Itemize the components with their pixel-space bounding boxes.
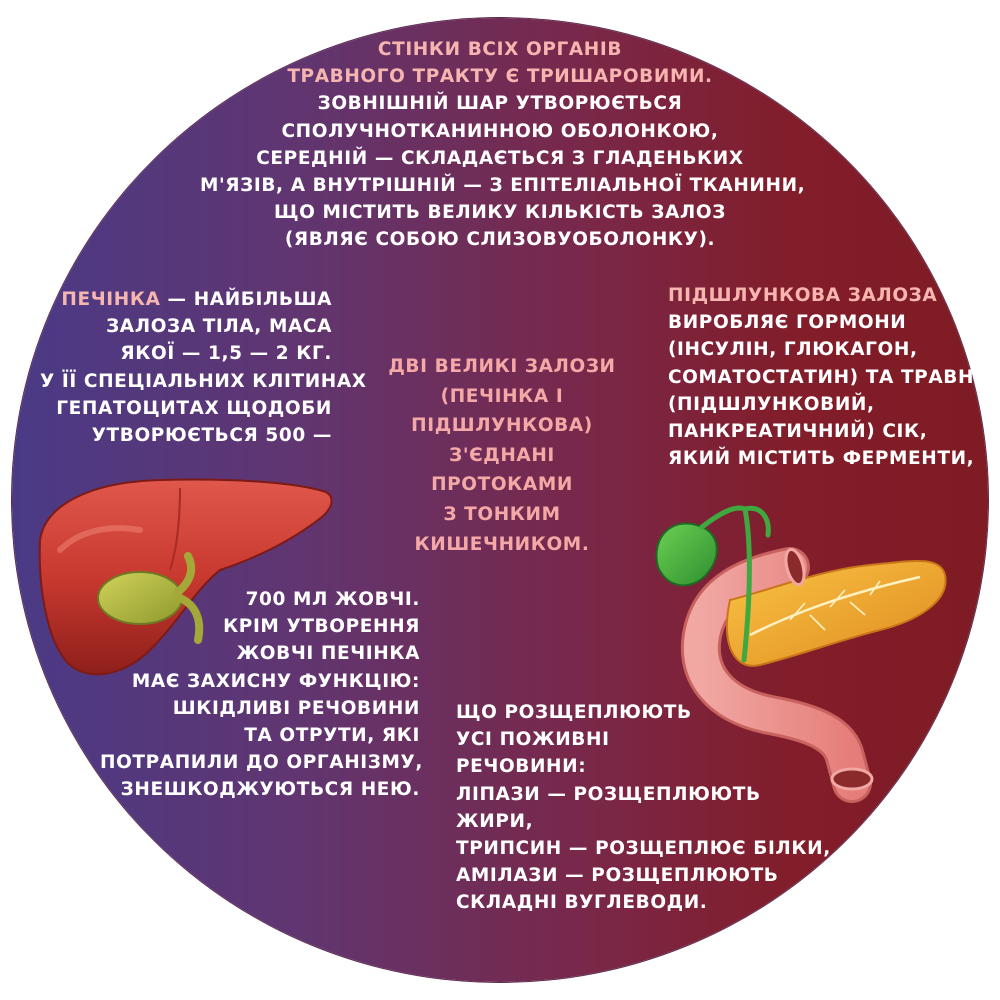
pancreas-cont-line-7: амілази — розщеплюють	[456, 865, 779, 887]
liver-line-2: залоза тіла, маса	[106, 316, 332, 338]
center-line-5: протоками	[431, 474, 573, 496]
liver-cont-line-5: шкідливі речовини	[172, 697, 420, 719]
top-line-4: м'язів, а внутрішній — з епітеліальної т…	[200, 175, 806, 197]
center-line-7: кишечником.	[414, 533, 590, 555]
liver-cont-line-4: має захисну функцію:	[131, 670, 420, 692]
liver-cont-line-7: потрапили до організму,	[100, 752, 424, 774]
pancreas-cont-line-8: складні вуглеводи.	[456, 892, 708, 914]
liver-cont-line-3: жовчі печінка	[236, 643, 420, 665]
pancreas-cont-line-5: жири,	[456, 810, 534, 832]
pancreas-cont-line-6: трипсин — розщеплює білки,	[456, 838, 831, 860]
top-line-5: що містить велику кількість залоз	[274, 202, 726, 224]
liver-cont-line-6: та отрути, які	[244, 725, 420, 747]
pancreas-line-5: панкреатичний) сік,	[668, 421, 928, 443]
liver-line-1: — найбільша	[167, 289, 332, 310]
pancreas-text: Підшлункова залоза виробляє гормони (інс…	[668, 282, 1000, 472]
liver-line-3: якої — 1,5 — 2 кг.	[120, 343, 332, 365]
liver-cont-line-2: Крім утворення	[223, 616, 420, 638]
liver-line-4: У її спеціальних клітинах	[40, 370, 367, 392]
pancreas-text-continued: що розщеплюють усі поживні речовини: ліп…	[456, 699, 831, 917]
top-heading-line-2: травного тракту є тришаровими.	[287, 66, 713, 88]
center-line-6: з тонким	[443, 503, 561, 525]
liver-illustration	[38, 478, 333, 676]
liver-line-6: утворюється 500 —	[91, 425, 332, 447]
liver-title: Печінка	[61, 289, 161, 310]
center-text: Дві великі залози (печінка і підшлункова…	[368, 352, 636, 559]
pancreas-title: Підшлункова залоза	[668, 285, 938, 306]
center-line-1: Дві великі залози	[388, 356, 616, 377]
pancreas-cont-line-4: ліпази — розщеплюють	[456, 783, 761, 805]
top-line-1: Зовнішній шар утворюється	[317, 93, 683, 115]
center-line-3: підшлункова)	[411, 415, 593, 437]
center-line-2: (печінка і	[440, 385, 564, 407]
liver-cont-line-8: знешкоджуються нею.	[120, 779, 420, 801]
center-line-4: з'єднані	[449, 444, 555, 466]
top-text: Стінки всіх органів травного тракту є тр…	[200, 36, 806, 254]
liver-text-continued: 700 мл жовчі. Крім утворення жовчі печін…	[100, 586, 424, 804]
top-line-2: сполучнотканинною оболонкою,	[281, 120, 719, 142]
top-heading-line-1: Стінки всіх органів	[377, 39, 623, 60]
liver-cont-line-1: 700 мл жовчі.	[245, 589, 420, 610]
pancreas-cont-line-3: речовини:	[456, 756, 587, 778]
liver-line-5: гепатоцитах щодоби	[56, 397, 332, 419]
pancreas-illustration	[655, 505, 947, 803]
pancreas-cont-line-1: що розщеплюють	[456, 702, 692, 723]
liver-text: Печінка — найбільша залоза тіла, маса як…	[40, 286, 367, 449]
pancreas-line-3: соматостатин) та травний	[668, 366, 1000, 388]
pancreas-line-1: виробляє гормони	[668, 312, 907, 334]
top-line-6: (являє собою слизовуоболонку).	[284, 229, 716, 251]
top-line-3: середній — складається з гладеньких	[256, 147, 744, 169]
pancreas-line-4: (підшлунковий,	[668, 393, 875, 415]
pancreas-line-2: (інсулін, глюкагон,	[668, 339, 918, 361]
pancreas-cont-line-2: усі поживні	[456, 729, 610, 751]
pancreas-line-6: який містить ферменти,	[668, 448, 975, 470]
